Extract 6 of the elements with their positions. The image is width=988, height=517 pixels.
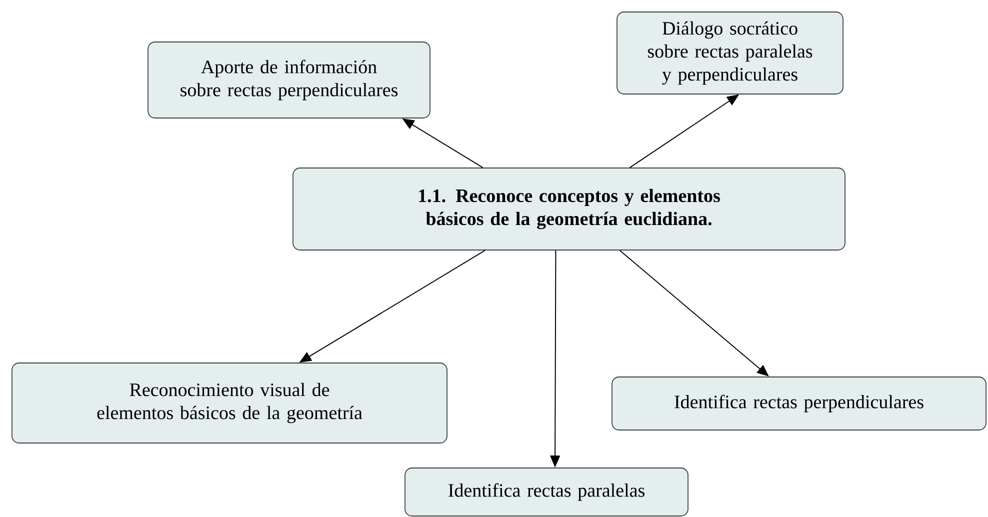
concept-box: 1.1. Reconoce conceptos y elementos básicos de la geometría euclidiana. xyxy=(292,168,846,250)
concept-box: Aporte de información sobre rectas perpendiculares xyxy=(148,42,430,118)
concept-box: Reconocimiento visual de elementos básicos de la geometría xyxy=(12,362,448,444)
concept-box: Diálogo socrático sobre rectas paralelas y perpendiculares xyxy=(616,12,844,94)
concept-box: Identifica rectas paralelas xyxy=(404,468,688,516)
concept-box: Identifica rectas perpendiculares xyxy=(612,376,986,430)
